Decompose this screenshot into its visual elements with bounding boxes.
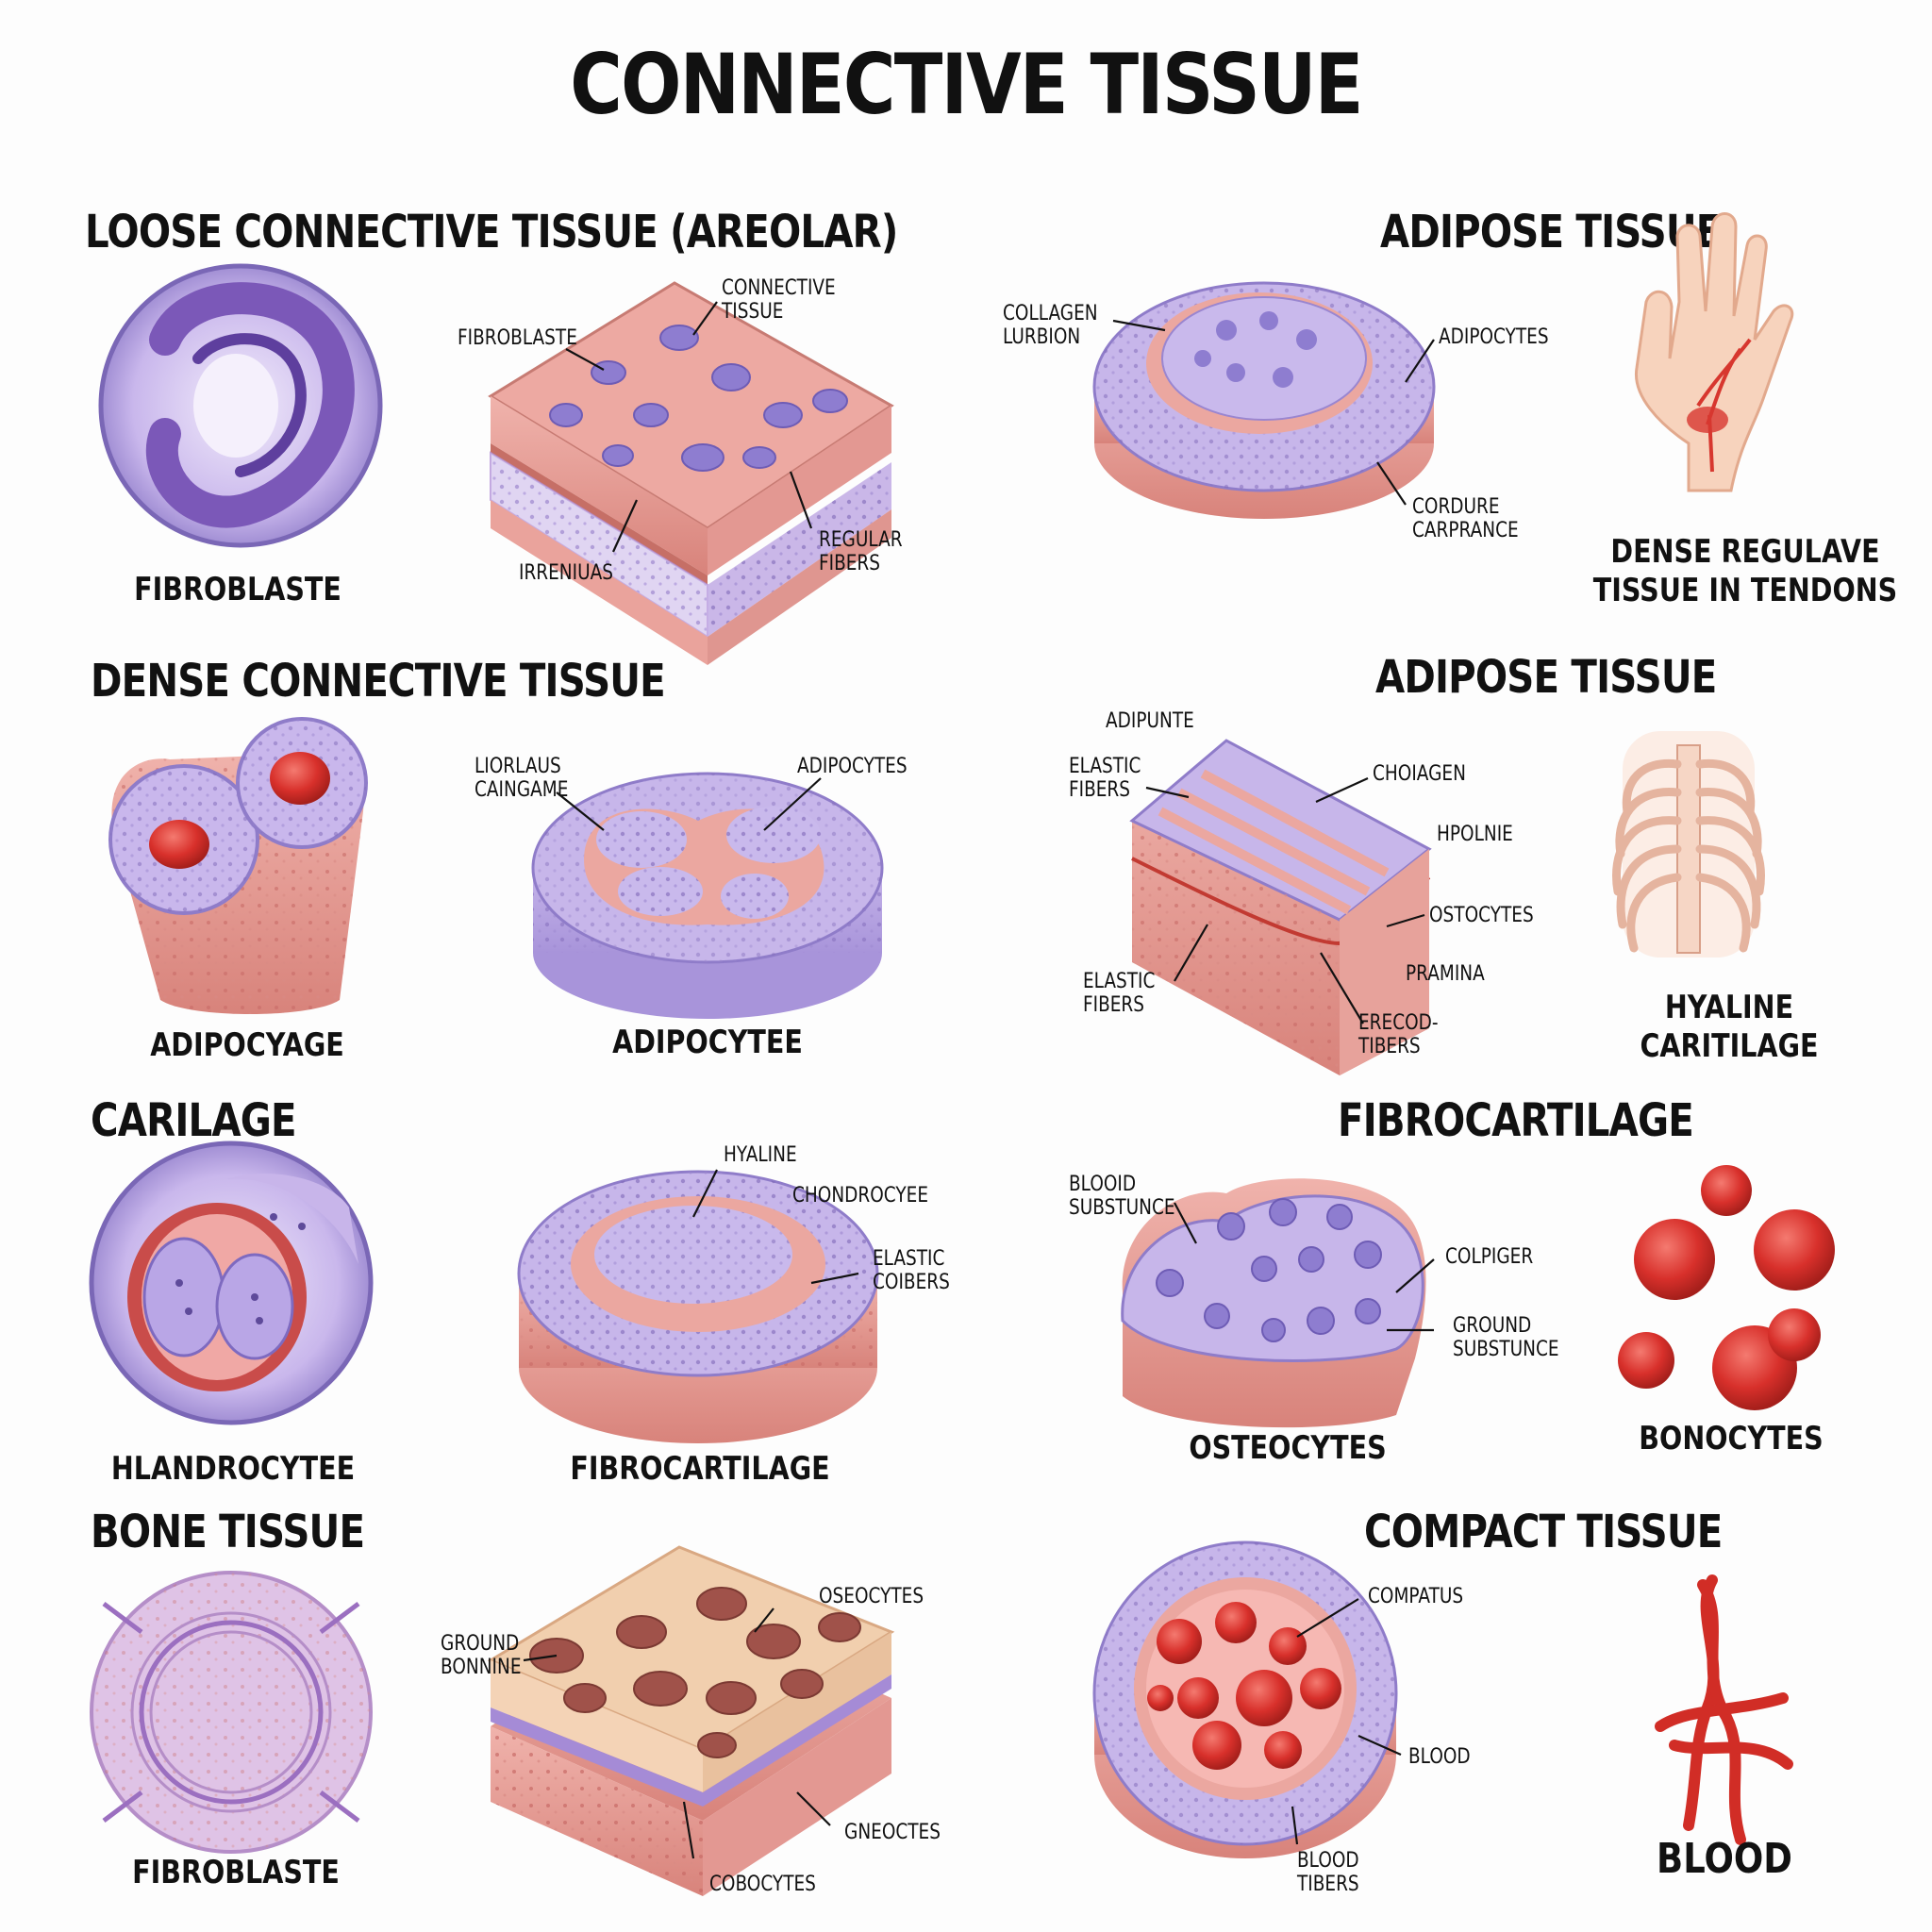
label-oseocytes: OSEOCYTES [819,1585,924,1608]
caption-hyaline-cartilage: HYALINE CARITILAGE [1640,989,1819,1065]
ribcage-illustration [1612,731,1765,958]
label-adipocytes-1: ADIPOCYTES [1439,325,1549,349]
section-cartilage: CARILAGE [91,1094,297,1147]
adipocytee-disc [531,772,884,1019]
label-ground-bonnine: GROUND BONNINE [441,1632,522,1680]
label-elastic-fibers-1: ELASTIC FIBERS [1069,755,1141,803]
label-elastic-coibers: ELASTIC COIBERS [873,1247,950,1295]
label-gneocytes: GNEOCTES [844,1821,941,1844]
section-adipose-2: ADIPOSE TISSUE [1375,651,1717,704]
caption-fibroblaste-2: FIBROBLASTE [132,1854,340,1891]
section-bone-tissue: BONE TISSUE [91,1506,365,1558]
fibrocartilage-disc [517,1170,879,1443]
hand-tendon-illustration [1634,212,1794,492]
label-connective-tissue: CONNECTIVE TISSUE [722,276,836,325]
label-blood-substunce: BLOOID SUBSTUNCE [1069,1173,1175,1221]
bone-cross-section-illustration [90,1571,373,1854]
label-collagen-lurbion: COLLAGEN LURBION [1003,302,1098,350]
label-regular-fibers: REGULAR FIBERS [819,528,903,576]
label-liorlaus: LIORLAUS CAINGAME [475,755,569,803]
leader-lines [523,301,1435,1859]
blood-vessel-illustration [1655,1574,1793,1845]
adipocyte-pair-illustration [108,717,368,1014]
label-erecod-tibers: ERECOD- TIBERS [1358,1011,1439,1059]
label-blood-tibers: BLOOD TIBERS [1297,1849,1359,1897]
label-irrenius: IRRENIUAS [519,561,613,585]
elastic-fiber-block [1129,739,1432,1075]
section-adipose-1: ADIPOSE TISSUE [1380,206,1722,258]
label-blood: BLOOD [1408,1745,1471,1769]
compact-tissue-disc [1092,1541,1398,1858]
bone-tissue-block [487,1545,895,1896]
section-dense-connective: DENSE CONNECTIVE TISSUE [91,655,666,708]
label-fibroblaste: FIBROBLASTE [458,326,577,350]
label-adipunte: ADIPUNTE [1106,709,1194,733]
label-choiagen: CHOIAGEN [1373,762,1466,786]
label-compatus: COMPATUS [1368,1585,1464,1608]
areolar-tissue-block [488,281,894,665]
page-title: CONNECTIVE TISSUE [570,36,1363,133]
caption-adipocytee: ADIPOCYTEE [612,1024,803,1061]
chondrocyte-cell-illustration [89,1141,374,1425]
label-hpolnie: HPOLNIE [1437,823,1513,846]
caption-fibroblaste-1: FIBROBLASTE [134,571,341,608]
label-pramina: PRAMINA [1406,962,1485,986]
fibroblast-cell-illustration [98,263,383,548]
adipose-disc-1 [1092,281,1436,519]
label-cordure: CORDURE CARPRANCE [1412,495,1519,543]
blood-cells-illustration [1618,1165,1835,1410]
label-hyaline: HYALINE [724,1143,797,1167]
section-compact-tissue: COMPACT TISSUE [1364,1506,1723,1558]
caption-bonocytes: BONOCYTES [1639,1420,1824,1457]
caption-osteocytes: OSTEOCYTES [1189,1429,1387,1467]
section-fibrocartilage: FIBROCARTILAGE [1338,1094,1694,1147]
caption-adipocyage: ADIPOCYAGE [150,1026,344,1064]
caption-hlandrocytee: HLANDROCYTEE [110,1450,356,1488]
caption-dense-regular-tendons: DENSE REGULAVE TISSUE IN TENDONS [1592,533,1898,609]
label-elastic-fibers-2: ELASTIC FIBERS [1083,970,1156,1018]
label-ostocytes: OSTOCYTES [1429,904,1534,927]
label-cobocytes: COBOCYTES [709,1873,816,1896]
label-chondrocyee: CHONDROCYEE [792,1184,929,1208]
section-loose-connective: LOOSE CONNECTIVE TISSUE (AREOLAR) [85,206,898,258]
label-colpiger: COLPIGER [1445,1245,1534,1269]
caption-fibrocartilage: FIBROCARTILAGE [570,1450,830,1488]
osteocytes-disc [1121,1178,1426,1428]
label-ground-substunce: GROUND SUBSTUNCE [1453,1314,1559,1362]
label-adipocytes-2: ADIPOCYTES [797,755,908,778]
caption-blood: BLOOD [1657,1835,1792,1883]
